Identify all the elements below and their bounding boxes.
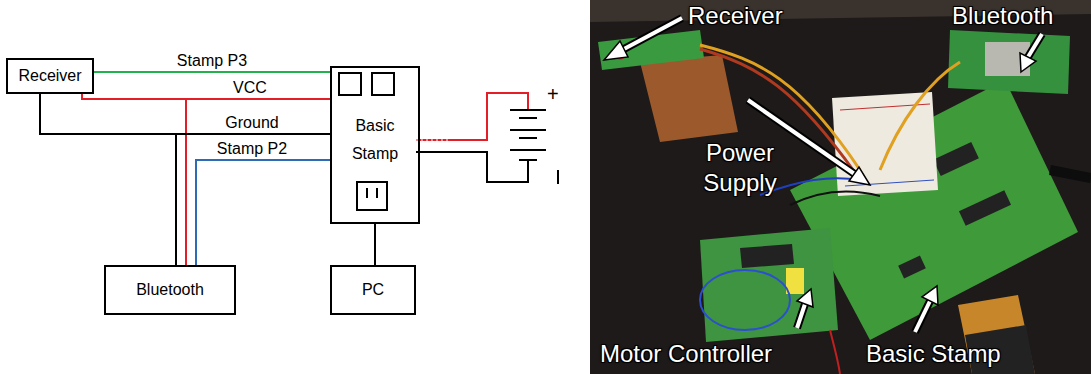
socket-icon (357, 182, 387, 210)
receiver-box: Receiver (6, 58, 94, 94)
stamp-chip-icon (372, 73, 394, 95)
ground-wire (416, 152, 528, 182)
power-wire (416, 93, 528, 140)
bluetooth-box: Bluetooth (104, 265, 236, 315)
socket-pin (366, 188, 368, 198)
pointer-arrow (1028, 34, 1042, 57)
chip (959, 190, 1011, 226)
part-name: Basic Stamp (866, 342, 1001, 366)
wire (880, 62, 960, 170)
signal-name: Stamp P2 (215, 141, 289, 157)
motor-board (700, 228, 838, 342)
signal-wire (94, 71, 330, 73)
battery-plate (519, 117, 537, 119)
minus-sign (557, 170, 559, 184)
arrow-outline (797, 304, 805, 328)
pointer-arrow (624, 18, 682, 49)
arrow-outline (915, 301, 930, 332)
chip (898, 256, 926, 279)
signal-name: Stamp P3 (175, 53, 249, 69)
breadboard (832, 92, 938, 196)
part-name: Motor Controller (600, 342, 772, 366)
wire-dots (416, 140, 450, 141)
stamp-chip-icon (339, 73, 361, 95)
wire (830, 330, 840, 374)
signal-name: VCC (231, 80, 269, 96)
arrow-outline (1028, 34, 1042, 57)
usb-cable (1050, 170, 1091, 178)
battery-plate (510, 109, 546, 111)
signal-name: Ground (223, 115, 280, 131)
box-label: PC (362, 280, 384, 300)
arrowhead (849, 167, 870, 185)
battery-plate (519, 137, 537, 139)
pointer-arrow (797, 304, 805, 328)
bluetooth-board (948, 30, 1070, 94)
wire (700, 270, 790, 330)
box-label: Basic Stamp (338, 112, 412, 168)
part-name: Bluetooth (952, 4, 1053, 28)
socket-pin (376, 188, 378, 198)
tape (640, 55, 738, 142)
ground-wire (176, 134, 330, 265)
chip (740, 244, 794, 268)
arrowhead (922, 286, 938, 305)
controller-box: Basic Stamp (330, 66, 420, 224)
part-name: Power Supply (688, 138, 792, 198)
battery-plate (519, 159, 537, 161)
arrowhead (797, 289, 813, 307)
pc-box: PC (330, 265, 416, 315)
arrowhead (604, 41, 628, 60)
battery-plate (510, 149, 546, 151)
part-name: Receiver (688, 4, 783, 28)
pointer-arrow (915, 301, 930, 332)
wire (790, 191, 880, 205)
box-label: Receiver (18, 66, 81, 86)
chip (933, 142, 979, 176)
battery-plate (510, 129, 546, 131)
arrowhead (1020, 53, 1036, 72)
arrow-outline (624, 18, 682, 49)
photo-background (590, 0, 1091, 374)
power-wire (186, 99, 330, 265)
serial-cable (374, 224, 376, 265)
polarity-sign: + (547, 84, 559, 104)
signal-wire (196, 160, 330, 265)
box-label: Bluetooth (136, 280, 204, 300)
